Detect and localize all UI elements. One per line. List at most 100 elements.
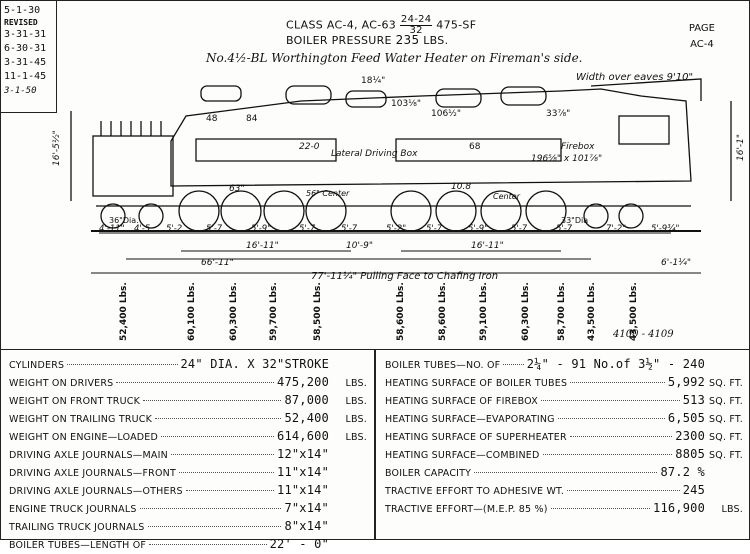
spec-value: 475,200 xyxy=(277,375,329,389)
center-label: 56" Center xyxy=(306,189,350,198)
sand-dome xyxy=(345,90,387,108)
spec-value: 8805 xyxy=(675,447,705,461)
page-label: PAGE xyxy=(688,23,715,34)
spec-label: HEATING SURFACE OF SUPERHEATER xyxy=(385,432,567,443)
revision-date: 6-30-31 xyxy=(4,43,47,54)
spacing-label: 5'-9¾" xyxy=(651,224,679,234)
width-eaves-label: Width over eaves 9'10" xyxy=(576,72,693,83)
leader-dots xyxy=(116,382,275,383)
cylinder-block-rear xyxy=(395,138,562,162)
table-divider xyxy=(374,350,376,540)
leader-dots xyxy=(503,364,524,365)
rear-wheel-label: 33"Dia xyxy=(561,216,588,225)
spacing-label: 5'-7 xyxy=(206,224,223,234)
spec-label: TRACTIVE EFFORT—(M.E.P. 85 %) xyxy=(385,504,548,515)
spacing-label: 5'-2" xyxy=(386,224,406,234)
axle-load-label: 58,700 Lbs. xyxy=(557,282,567,341)
boiler-pressure-value: 235 xyxy=(395,33,420,47)
leader-dots xyxy=(170,454,275,455)
spec-row: DRIVING AXLE JOURNALS—FRONT 11"x14" xyxy=(9,464,367,482)
spacing-label: 5'-7 xyxy=(556,224,573,234)
spec-unit: LBS. xyxy=(345,396,367,407)
revision-date: 3-31-31 xyxy=(4,29,47,40)
axle-load-label: 52,400 Lbs. xyxy=(119,282,129,341)
spec-value: 513 xyxy=(682,393,705,407)
spec-value: 2¼" - 91 No.of 3½" - 240 xyxy=(526,357,705,371)
spacing-label: 5'-7 xyxy=(511,224,528,234)
dim-label: 68 xyxy=(469,142,481,152)
spec-label: DRIVING AXLE JOURNALS—FRONT xyxy=(9,468,176,479)
spec-value: 8"x14" xyxy=(284,519,329,533)
firebox-label: Firebox xyxy=(561,142,595,152)
spec-value: 11"x14" xyxy=(277,483,329,497)
spec-label: TRAILING TRUCK JOURNALS xyxy=(9,522,145,533)
leader-dots xyxy=(149,544,267,545)
dim-label: 48 xyxy=(206,114,218,124)
overall-length-label: 77'-11¼" Pulling Face to Chafing Iron xyxy=(311,270,498,282)
axle-load-label: 58,600 Lbs. xyxy=(438,282,448,341)
cab-front-grid xyxy=(100,121,162,136)
spec-unit: SQ. FT. xyxy=(709,414,743,425)
page-value: AC-4 xyxy=(690,39,714,50)
spec-label: WEIGHT ON TRAILING TRUCK xyxy=(9,414,153,425)
spacing-label: 4'-11" xyxy=(99,224,125,234)
axle-load-label: 59,700 Lbs. xyxy=(269,282,279,341)
spec-label: WEIGHT ON DRIVERS xyxy=(9,378,114,389)
leader-dots xyxy=(569,436,673,437)
front-deck xyxy=(92,135,174,197)
driver-wheel xyxy=(263,190,305,232)
spec-value: 12"x14" xyxy=(277,447,329,461)
cab-roof xyxy=(590,78,702,101)
dim-label: 103⅛" xyxy=(391,99,421,109)
revision-date: 3-1-50 xyxy=(4,86,37,96)
spec-row: DRIVING AXLE JOURNALS—OTHERS 11"x14" xyxy=(9,482,367,500)
leader-dots xyxy=(557,418,665,419)
spec-label: DRIVING AXLE JOURNALS—OTHERS xyxy=(9,486,183,497)
fraction-denominator: 32 xyxy=(409,25,423,36)
class-line: CLASS AC-4, AC-63 24-24 32 475-SF xyxy=(286,15,476,36)
spec-unit: LBS. xyxy=(721,504,743,515)
class-suffix: 475-SF xyxy=(436,18,477,32)
driver-wheel xyxy=(480,190,522,232)
spec-value: 11"x14" xyxy=(277,465,329,479)
revision-date: 11-1-45 xyxy=(4,71,47,82)
driver-size-label: 63" xyxy=(229,184,245,194)
revision-dates-box: 5-1-30 REVISED 3-31-31 6-30-31 3-31-45 1… xyxy=(1,1,57,113)
trailing-truck-wheel xyxy=(618,203,644,229)
spacing-label: 5'-7 xyxy=(426,224,443,234)
cylinder-block xyxy=(195,138,337,162)
center-label-rear: Center xyxy=(493,192,521,201)
firebox-dims: 196⅝" x 101⅞" xyxy=(531,154,602,164)
spacing-label: 5'-9" xyxy=(468,224,488,234)
spec-unit: SQ. FT. xyxy=(709,432,743,443)
class-label: CLASS AC-4, AC-63 xyxy=(286,18,397,32)
spacing-label: 7'-2" xyxy=(606,224,626,234)
axle-load-label: 60,300 Lbs. xyxy=(521,282,531,341)
spacing-label: 5'-7 xyxy=(299,224,316,234)
feedwater-heater-note: No.4½-BL Worthington Feed Water Heater o… xyxy=(206,51,583,65)
leader-dots xyxy=(67,364,178,365)
steam-dome xyxy=(285,85,332,105)
leader-dots xyxy=(155,418,282,419)
spec-value: 7"x14" xyxy=(284,501,329,515)
spec-label: WEIGHT ON ENGINE—LOADED xyxy=(9,432,159,443)
fraction-numerator: 24-24 xyxy=(399,14,433,26)
spec-label: TRACTIVE EFFORT TO ADHESIVE WT. xyxy=(385,486,565,497)
spec-value: 22' - 0" xyxy=(269,537,329,551)
spec-value: 614,600 xyxy=(277,429,329,443)
cab-windows xyxy=(618,115,670,145)
spec-value: 5,992 xyxy=(667,375,705,389)
leader-dots xyxy=(567,490,680,491)
axle-load-label: 58,500 Lbs. xyxy=(313,282,323,341)
